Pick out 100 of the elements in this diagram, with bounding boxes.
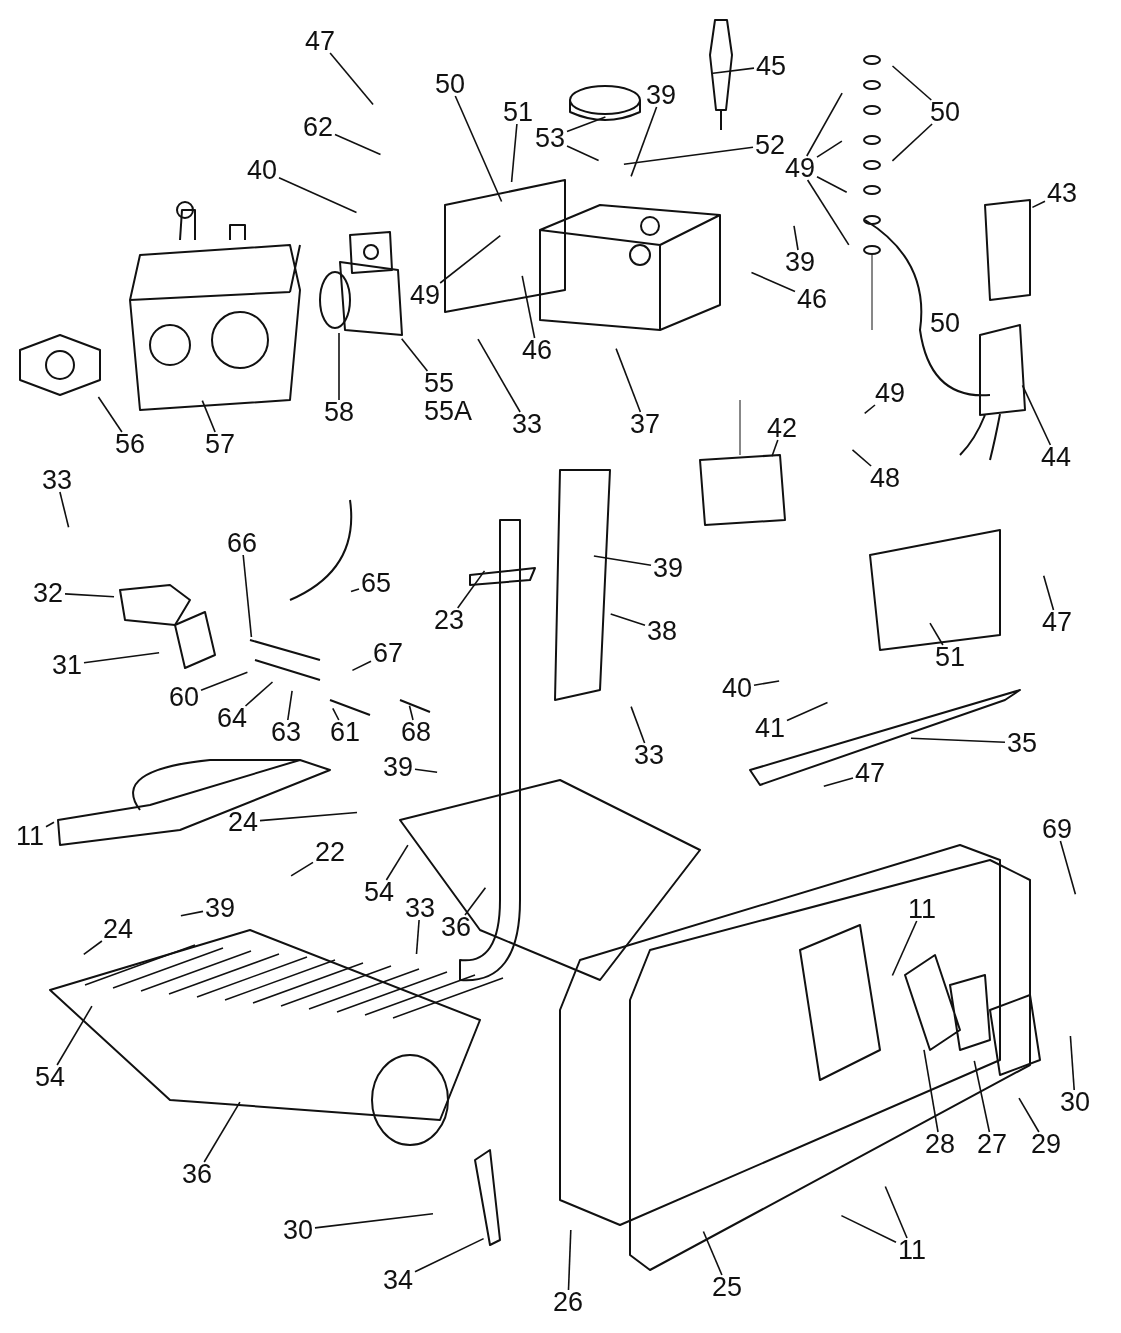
callout-number: 25 — [712, 1273, 742, 1301]
callout-number: 68 — [401, 718, 431, 746]
callout-number: 51 — [503, 98, 533, 126]
callout-number: 52 — [755, 131, 785, 159]
leader-line — [278, 176, 358, 214]
callout-number: 39 — [653, 554, 683, 582]
callout-number: 23 — [434, 606, 464, 634]
leader-line — [290, 861, 314, 877]
callout-number: 54 — [35, 1063, 65, 1091]
leader-line — [350, 588, 360, 593]
leader-line — [242, 554, 253, 638]
callout-number: 37 — [630, 410, 660, 438]
callout-number: 42 — [767, 414, 797, 442]
leader-line — [414, 1237, 485, 1273]
callout-number: 24 — [103, 915, 133, 943]
leader-line — [456, 570, 486, 609]
leader-line — [806, 92, 843, 157]
leader-line — [332, 707, 340, 721]
callout-number: 36 — [182, 1160, 212, 1188]
callout-number: 36 — [441, 913, 471, 941]
leader-line — [334, 133, 382, 156]
leader-line — [83, 652, 160, 664]
leader-line — [884, 1185, 908, 1239]
leader-line — [200, 671, 249, 692]
callout-number: 43 — [1047, 179, 1077, 207]
callout-number: 55A — [424, 397, 472, 425]
callout-number: 46 — [522, 336, 552, 364]
callout-number: 49 — [410, 281, 440, 309]
leader-line — [806, 179, 850, 246]
leader-line — [630, 106, 658, 178]
callout-number: 53 — [535, 124, 565, 152]
leader-line — [1059, 840, 1077, 895]
leader-line — [566, 145, 600, 162]
callout-number: 32 — [33, 579, 63, 607]
leader-line — [863, 404, 876, 415]
callout-number: 60 — [169, 683, 199, 711]
callout-number: 47 — [305, 27, 335, 55]
callout-number: 33 — [405, 894, 435, 922]
leader-line — [823, 777, 854, 788]
leader-line — [891, 123, 933, 162]
leader-line — [59, 491, 70, 528]
callout-number: 39 — [205, 894, 235, 922]
callout-number: 33 — [634, 741, 664, 769]
callout-number: 46 — [797, 285, 827, 313]
leader-line — [771, 439, 779, 458]
leader-line — [566, 116, 607, 133]
leader-line — [816, 140, 843, 158]
leader-line — [415, 919, 420, 955]
leader-line — [753, 680, 780, 686]
callout-number: 49 — [785, 154, 815, 182]
leader-line — [203, 1101, 241, 1163]
callout-number: 40 — [247, 156, 277, 184]
callout-number: 49 — [875, 379, 905, 407]
leader-line — [786, 701, 829, 722]
leader-line — [201, 399, 216, 433]
leader-line — [338, 332, 340, 401]
callout-number: 34 — [383, 1266, 413, 1294]
callout-number: 57 — [205, 430, 235, 458]
callout-number: 69 — [1042, 815, 1072, 843]
callout-number: 38 — [647, 617, 677, 645]
leader-line — [630, 705, 646, 744]
callout-number: 41 — [755, 714, 785, 742]
callout-number: 50 — [930, 309, 961, 337]
leader-line — [609, 613, 646, 627]
callout-number: 11 — [898, 1236, 926, 1264]
callout-number: 61 — [330, 718, 360, 746]
leader-line — [816, 176, 848, 193]
leader-line — [477, 338, 521, 413]
callout-number: 64 — [217, 704, 247, 732]
leader-line — [910, 737, 1006, 744]
leader-line — [702, 1230, 723, 1276]
leader-line — [180, 910, 204, 917]
callout-number: 50 — [435, 70, 465, 98]
leader-line — [521, 275, 536, 339]
leader-line — [1069, 1035, 1075, 1091]
leader-line — [593, 555, 652, 566]
leader-line — [891, 920, 918, 977]
leader-line — [56, 1005, 93, 1066]
callout-number: 55 — [424, 369, 455, 397]
leader-line — [45, 821, 55, 828]
callout-number: 33 — [42, 466, 72, 494]
leader-line — [1018, 1097, 1040, 1133]
leader-line — [385, 844, 409, 881]
callout-number: 50 — [930, 98, 960, 126]
callout-number: 45 — [756, 52, 786, 80]
leader-line — [97, 396, 123, 433]
leader-line — [314, 1212, 434, 1229]
callout-number: 39 — [646, 81, 676, 109]
leader-line — [929, 622, 944, 646]
leader-line — [973, 1060, 991, 1133]
callout-number: 58 — [324, 398, 354, 426]
callout-number: 66 — [227, 529, 257, 557]
callout-number: 67 — [373, 639, 403, 667]
leader-line — [414, 768, 438, 773]
callout-number: 35 — [1007, 729, 1037, 757]
callout-number: 47 — [1042, 608, 1072, 636]
leader-line — [712, 67, 755, 75]
leader-line — [287, 690, 293, 721]
leader-line — [1042, 575, 1055, 611]
callout-number: 62 — [303, 113, 333, 141]
